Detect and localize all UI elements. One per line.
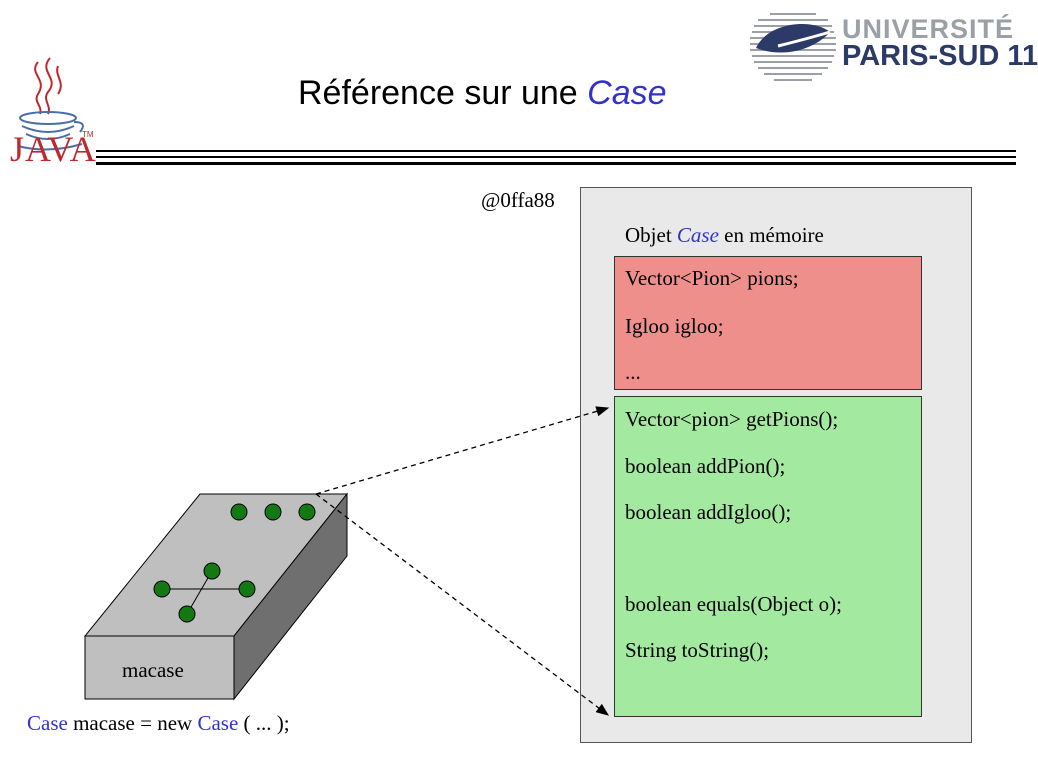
page-title: Référence sur une Case [298,74,667,113]
reference-arrow-methods [315,493,610,716]
pawn-dot [203,562,221,580]
method-line: boolean equals(Object o); [625,592,842,616]
memory-title: Objet Case en mémoire [625,223,824,248]
method-line: boolean addPion(); [625,454,786,478]
field-line: ... [625,360,641,384]
methods-box [614,396,922,717]
university-logo-icon [750,13,836,81]
method-line: boolean addIgloo(); [625,500,792,524]
java-logo-text: JAVA [10,129,97,169]
method-line: String toString(); [625,638,770,662]
code-text: macase = new [67,711,198,735]
field-line: Vector<Pion> pions; [625,266,799,290]
pawn-dot [298,503,316,521]
pawn-dot [264,503,282,521]
method-line: Vector<pion> getPions(); [625,407,839,431]
java-tm: TM [82,130,94,139]
box-front-face [84,635,235,700]
header-rule-middle [96,156,1016,158]
header-rule-top [96,150,1016,152]
title-main: Référence sur une [298,74,588,112]
pawn-dot [178,605,196,623]
code-type: Case [27,711,68,735]
code-line: Case macase = new Case ( ... ); [27,711,290,736]
pawn-dot [153,580,171,598]
pawn-dot [230,503,248,521]
memory-title-suffix: en mémoire [718,223,824,247]
code-type-new: Case [197,711,239,735]
memory-title-accent: Case [676,223,719,247]
field-line: Igloo igloo; [625,314,724,338]
memory-title-prefix: Objet [625,223,677,247]
title-accent: Case [587,74,667,112]
pawn-dot [238,580,256,598]
java-logo-icon [17,57,84,151]
header-rule-bottom [96,162,1016,165]
code-args: ( ... ); [238,711,290,735]
university-name-line2: PARIS-SUD 11 [842,40,1038,72]
memory-address: @0ffa88 [481,188,555,212]
box-label: macase [122,658,184,682]
university-name-line1: UNIVERSITÉ [842,14,1015,44]
fields-box [614,256,922,390]
reference-arrow-fields [315,406,610,495]
